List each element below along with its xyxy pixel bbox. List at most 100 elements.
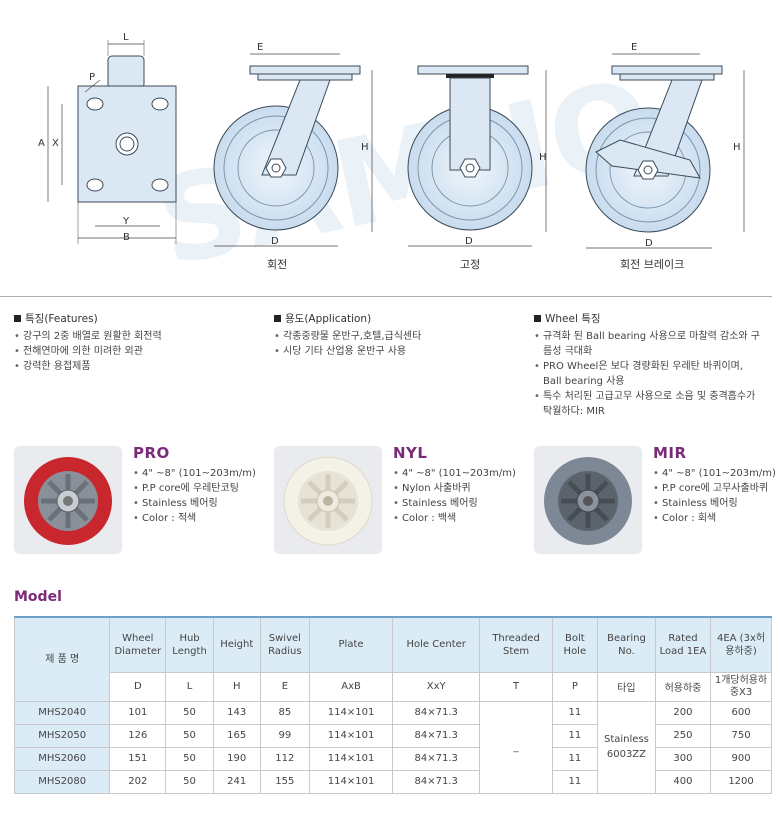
cell: 600 <box>710 700 772 725</box>
cell-model: MHS2050 <box>13 723 111 748</box>
cell: 84×71.3 <box>391 723 481 748</box>
dim-label-D-brake: D <box>645 238 653 249</box>
list-item: Color : 회색 <box>653 511 778 526</box>
dim-label-B: B <box>123 232 130 243</box>
header-4ea-load: 4EA (3x허용하중) <box>710 616 772 673</box>
application-list: 각종중량물 운반구,호텔,급식센타 시당 기타 산업용 운반구 사용 <box>274 329 514 359</box>
cell: 143 <box>212 700 261 725</box>
table-row: MHS2060 151 50 190 112 114×101 84×71.3 1… <box>13 746 772 771</box>
cell: 50 <box>165 769 214 794</box>
dim-label-L: L <box>123 32 129 43</box>
subheader-D: D <box>109 671 167 702</box>
header-bolt-hole: Bolt Hole <box>551 616 599 673</box>
model-section-title: Model <box>14 589 62 605</box>
header-swivel-radius: Swivel Radius <box>259 616 311 673</box>
header-plate: Plate <box>309 616 393 673</box>
dim-label-H-swivel: H <box>361 142 369 153</box>
cell: 114×101 <box>309 723 393 748</box>
wheel-name-pro: PRO <box>133 444 170 462</box>
wheel-features-title: Wheel 특징 <box>545 313 601 325</box>
cell: 241 <box>212 769 261 794</box>
cell: 11 <box>551 769 599 794</box>
wheel-name-mir: MIR <box>653 444 687 462</box>
wheel-name-nyl: NYL <box>393 444 428 462</box>
wheel-image-pro <box>14 446 122 554</box>
subheader-T: T <box>479 671 553 702</box>
cell: 200 <box>654 700 712 725</box>
caster-drawings-svg: SAMHO <box>47 40 745 294</box>
dim-label-A: A <box>38 138 45 149</box>
cell: 114×101 <box>309 700 393 725</box>
header-bearing-no: Bearing No. <box>597 616 656 673</box>
cell: 101 <box>109 700 167 725</box>
wheel-specs-pro: 4" ~8" (101~203m/m) P.P core에 우레탄코팅 Stai… <box>133 466 263 526</box>
list-item: Nylon 사출바퀴 <box>393 481 523 496</box>
list-item: 규격화 된 Ball bearing 사용으로 마찰력 감소와 구름성 극대화 <box>534 329 764 359</box>
cell: 250 <box>654 723 712 748</box>
cell: 99 <box>259 723 311 748</box>
cell: 126 <box>109 723 167 748</box>
list-item: 4" ~8" (101~203m/m) <box>133 466 263 481</box>
wheel-features-heading: Wheel 특징 <box>534 312 764 327</box>
features-list: 강구의 2중 배열로 원활한 회전력 전해연마에 의한 미려한 외관 강력한 용… <box>14 329 254 374</box>
header-product-name: 제 품 명 <box>13 616 111 702</box>
rigid-front-view <box>407 65 547 247</box>
caption-swivel: 회전 <box>267 258 288 271</box>
subheader-L: L <box>165 671 214 702</box>
cell: 750 <box>710 723 772 748</box>
dim-label-E-swivel: E <box>257 42 264 53</box>
wheel-image-nyl <box>274 446 382 554</box>
header-rated-load: Rated Load 1EA <box>654 616 712 673</box>
application-heading: 용도(Application) <box>274 312 514 327</box>
list-item: Color : 백색 <box>393 511 523 526</box>
square-bullet-icon <box>14 315 21 322</box>
subheader-E: E <box>259 671 311 702</box>
cell: 900 <box>710 746 772 771</box>
dim-label-D-rigid: D <box>465 236 473 247</box>
model-spec-table: 제 품 명 Wheel Diameter Hub Length Height S… <box>13 616 772 794</box>
header-height: Height <box>212 616 261 673</box>
list-item: 시당 기타 산업용 운반구 사용 <box>274 344 514 359</box>
cell: 165 <box>212 723 261 748</box>
list-item: 특수 처리된 고급고무 사용으로 소음 및 충격흡수가 탁월하다: MIR <box>534 389 764 419</box>
square-bullet-icon <box>534 315 541 322</box>
list-item: P.P core에 고무사출바퀴 <box>653 481 778 496</box>
dim-label-D-swivel: D <box>271 236 279 247</box>
cell: 112 <box>259 746 311 771</box>
caption-swivel-brake: 회전 브레이크 <box>620 258 685 271</box>
cell: 84×71.3 <box>391 769 481 794</box>
dim-label-P: P <box>89 72 96 83</box>
cell: 114×101 <box>309 769 393 794</box>
cell: 190 <box>212 746 261 771</box>
dim-label-Y: Y <box>123 216 130 227</box>
dim-label-H-brake: H <box>733 142 741 153</box>
cell: 84×71.3 <box>391 700 481 725</box>
cell: 85 <box>259 700 311 725</box>
dim-label-H-rigid: H <box>539 152 547 163</box>
cell: 11 <box>551 723 599 748</box>
wheel-pro-icon <box>24 457 112 545</box>
table-row: MHS2050 126 50 165 99 114×101 84×71.3 11… <box>13 723 772 748</box>
cell: 11 <box>551 700 599 725</box>
cell: 114×101 <box>309 746 393 771</box>
list-item: Stainless 베어링 <box>653 496 778 511</box>
dim-label-E-brake: E <box>631 42 638 53</box>
subheader-H: H <box>212 671 261 702</box>
header-hub-length: Hub Length <box>165 616 214 673</box>
wheel-specs-nyl: 4" ~8" (101~203m/m) Nylon 사출바퀴 Stainless… <box>393 466 523 526</box>
list-item: 4" ~8" (101~203m/m) <box>393 466 523 481</box>
dim-label-X: X <box>52 138 59 149</box>
features-title: 특징(Features) <box>25 313 98 325</box>
wheel-features-list: 규격화 된 Ball bearing 사용으로 마찰력 감소와 구름성 극대화 … <box>534 329 764 419</box>
swivel-side-view <box>213 53 373 247</box>
list-item: Color : 적색 <box>133 511 263 526</box>
wheel-image-mir <box>534 446 642 554</box>
table-row: MHS2080 202 50 241 155 114×101 84×71.3 1… <box>13 769 772 794</box>
caption-rigid: 고정 <box>460 258 481 271</box>
wheel-nyl-icon <box>283 456 373 546</box>
subheader-type: 타입 <box>597 671 656 702</box>
list-item: 각종중량물 운반구,호텔,급식센타 <box>274 329 514 344</box>
features-heading: 특징(Features) <box>14 312 254 327</box>
list-item: 4" ~8" (101~203m/m) <box>653 466 778 481</box>
subheader-AxB: AxB <box>309 671 393 702</box>
